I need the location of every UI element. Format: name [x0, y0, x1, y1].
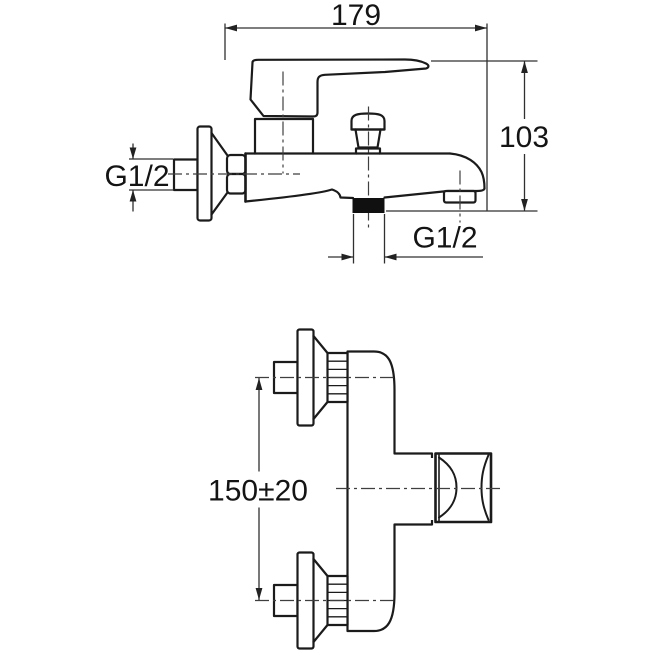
coupling-left-curve — [438, 456, 458, 519]
outlet-coupling — [434, 452, 493, 524]
coupling-right-curve — [480, 454, 490, 521]
mixer-body — [346, 350, 434, 633]
spout-underside-right — [383, 187, 486, 199]
lever-handle — [249, 58, 430, 118]
dimension-height-103: 103 — [386, 60, 549, 212]
escutcheon-cone-bottom — [312, 557, 329, 644]
escutcheon-cone — [210, 131, 229, 216]
height-dimension-label: 103 — [499, 121, 549, 154]
wall-pipe-end — [172, 158, 199, 192]
coupling-nut — [434, 452, 493, 524]
dimension-outlet-thread: G1/2 — [328, 214, 483, 264]
connection-nut-upper — [225, 153, 247, 176]
dimension-depth-179: 179 — [224, 0, 488, 211]
front-view: 150±20 — [208, 328, 501, 650]
dimension-spacing: 150±20 — [208, 378, 308, 600]
spout-underside-left — [244, 188, 355, 203]
wall-thread-label: G1/2 — [104, 160, 169, 193]
depth-dimension-label: 179 — [331, 0, 381, 32]
outlet-thread-label: G1/2 — [412, 222, 477, 255]
spout-nose-curve — [448, 152, 486, 190]
wall-connection-top — [272, 328, 349, 427]
shower-outlet-port — [352, 198, 385, 213]
spacing-dimension-label: 150±20 — [208, 475, 308, 508]
spout-body — [244, 152, 486, 204]
connection-nut-lower — [225, 172, 247, 195]
cartridge-housing — [253, 117, 315, 155]
dimension-wall-thread: G1/2 — [104, 143, 174, 212]
escutcheon-cone-top — [312, 334, 329, 421]
side-view: 179 103 G1/2 G1/2 — [104, 0, 549, 264]
